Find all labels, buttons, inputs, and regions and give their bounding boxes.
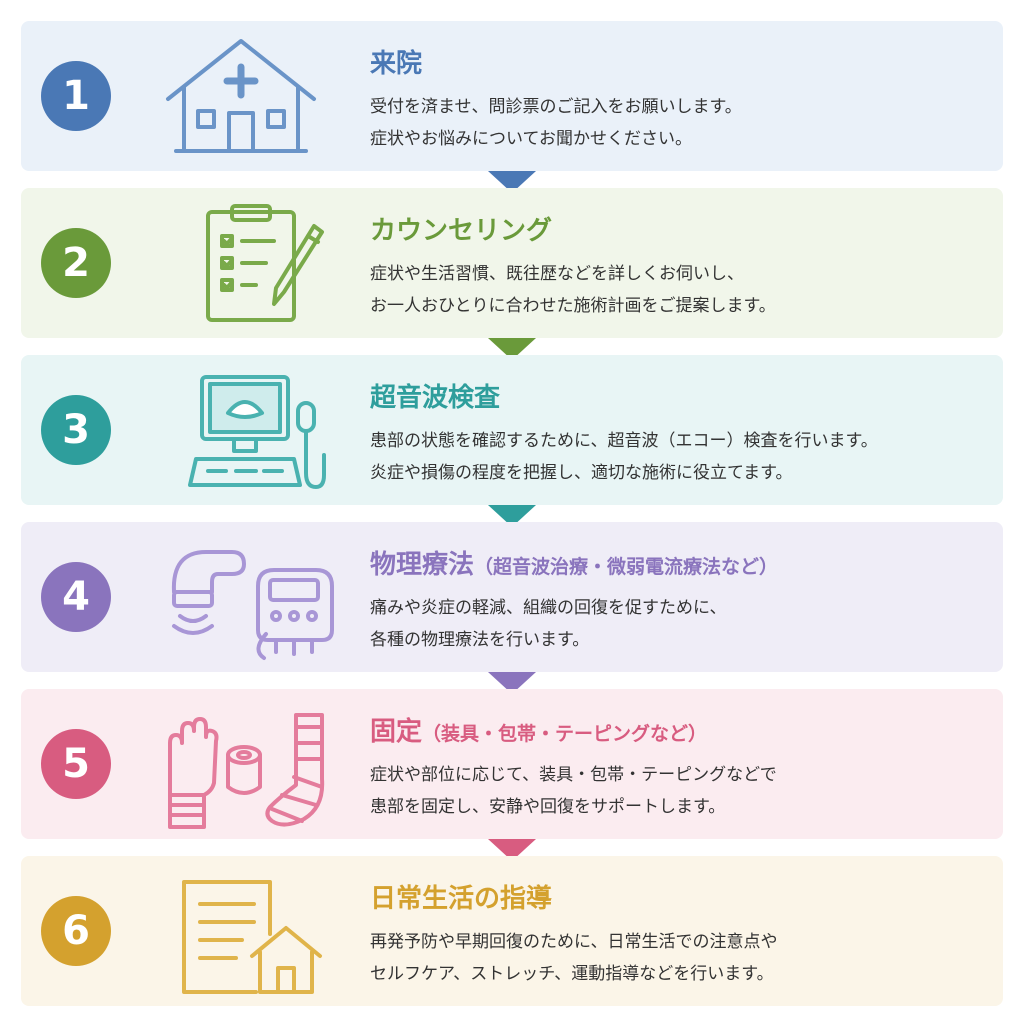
- step-description: 症状や生活習慣、既往歴などを詳しくお伺いし、 お一人おひとりに合わせた施術計画を…: [370, 258, 776, 322]
- step-description: 痛みや炎症の軽減、組織の回復を促すために、 各種の物理療法を行います。: [370, 592, 727, 656]
- step-title: 超音波検査: [370, 377, 500, 414]
- clipboard-pencil-icon: [146, 196, 336, 330]
- down-arrow-icon: [488, 505, 536, 527]
- step-number-badge: 4: [41, 562, 111, 632]
- step-3-card: 3 超音波検査 患部の状態を確認するために、超音波（エコー）検査を行います。 炎…: [21, 355, 1003, 505]
- step-4-card: 4 物理療法（超音波治療・微弱電流療法など） 痛みや炎症の軽減、組織の回復を促す…: [21, 522, 1003, 672]
- step-1-card: 1 来院 受付を済ませ、問診票のご記入をお願いします。 症状やお悩みについてお聞…: [21, 21, 1003, 171]
- step-5-card: 5 固定（装具・包帯・テーピングなど） 症状や部位に応じて、装具・包帯・テーピン…: [21, 689, 1003, 839]
- step-description-line: 患部を固定し、安静や回復をサポートします。: [370, 797, 726, 817]
- step-description: 受付を済ませ、問診票のご記入をお願いします。 症状やお悩みについてお聞かせくださ…: [370, 91, 742, 155]
- step-number-badge: 2: [41, 228, 111, 298]
- step-description-line: 症状や部位に応じて、装具・包帯・テーピングなどで: [370, 765, 777, 785]
- step-description-line: 再発予防や早期回復のために、日常生活での注意点や: [370, 932, 778, 952]
- down-arrow-icon: [488, 839, 536, 861]
- step-title-sub: （超音波治療・微弱電流療法など）: [474, 556, 779, 578]
- step-title: 固定（装具・包帯・テーピングなど）: [370, 711, 707, 748]
- step-description-line: 炎症や損傷の程度を把握し、適切な施術に役立てます。: [370, 463, 793, 483]
- step-description-line: 受付を済ませ、問診票のご記入をお願いします。: [370, 97, 742, 117]
- step-number-badge: 5: [41, 729, 111, 799]
- therapy-device-icon: [146, 530, 336, 664]
- hospital-icon: [146, 29, 336, 163]
- step-title-main: 日常生活の指導: [370, 884, 553, 914]
- step-description: 患部の状態を確認するために、超音波（エコー）検査を行います。 炎症や損傷の程度を…: [370, 425, 878, 489]
- step-number-badge: 1: [41, 61, 111, 131]
- step-description-line: 症状や生活習慣、既往歴などを詳しくお伺いし、: [370, 264, 744, 284]
- ultrasound-machine-icon: [146, 363, 336, 497]
- document-home-icon: [146, 864, 336, 998]
- step-title-main: 物理療法: [370, 550, 475, 580]
- step-title: 来院: [370, 43, 422, 80]
- step-title-main: カウンセリング: [370, 216, 553, 246]
- step-title-main: 超音波検査: [370, 383, 501, 413]
- down-arrow-icon: [488, 171, 536, 193]
- step-description: 再発予防や早期回復のために、日常生活での注意点や セルフケア、ストレッチ、運動指…: [370, 926, 778, 990]
- step-number-badge: 6: [41, 896, 111, 966]
- step-description-line: 各種の物理療法を行います。: [370, 630, 590, 650]
- step-2-card: 2 カウンセリング 症状や生活習慣、既往歴などを詳しくお伺いし、 お一人おひとり…: [21, 188, 1003, 338]
- step-description: 症状や部位に応じて、装具・包帯・テーピングなどで 患部を固定し、安静や回復をサポ…: [370, 759, 777, 823]
- step-title: 日常生活の指導: [370, 878, 552, 915]
- bandage-tape-icon: [146, 697, 336, 831]
- step-description-line: 症状やお悩みについてお聞かせください。: [370, 129, 692, 149]
- step-number-badge: 3: [41, 395, 111, 465]
- step-description-line: お一人おひとりに合わせた施術計画をご提案します。: [370, 296, 776, 316]
- down-arrow-icon: [488, 672, 536, 694]
- step-title: カウンセリング: [370, 210, 552, 247]
- step-description-line: 患部の状態を確認するために、超音波（エコー）検査を行います。: [370, 431, 878, 451]
- step-title-main: 固定: [370, 717, 423, 747]
- down-arrow-icon: [488, 338, 536, 360]
- step-description-line: セルフケア、ストレッチ、運動指導などを行います。: [370, 964, 774, 984]
- step-title: 物理療法（超音波治療・微弱電流療法など）: [370, 544, 778, 581]
- step-title-main: 来院: [370, 49, 423, 79]
- step-6-card: 6 日常生活の指導 再発予防や早期回復のために、日常生活での注意点や セルフケア…: [21, 856, 1003, 1006]
- step-title-sub: （装具・包帯・テーピングなど）: [422, 723, 708, 745]
- step-description-line: 痛みや炎症の軽減、組織の回復を促すために、: [370, 598, 727, 618]
